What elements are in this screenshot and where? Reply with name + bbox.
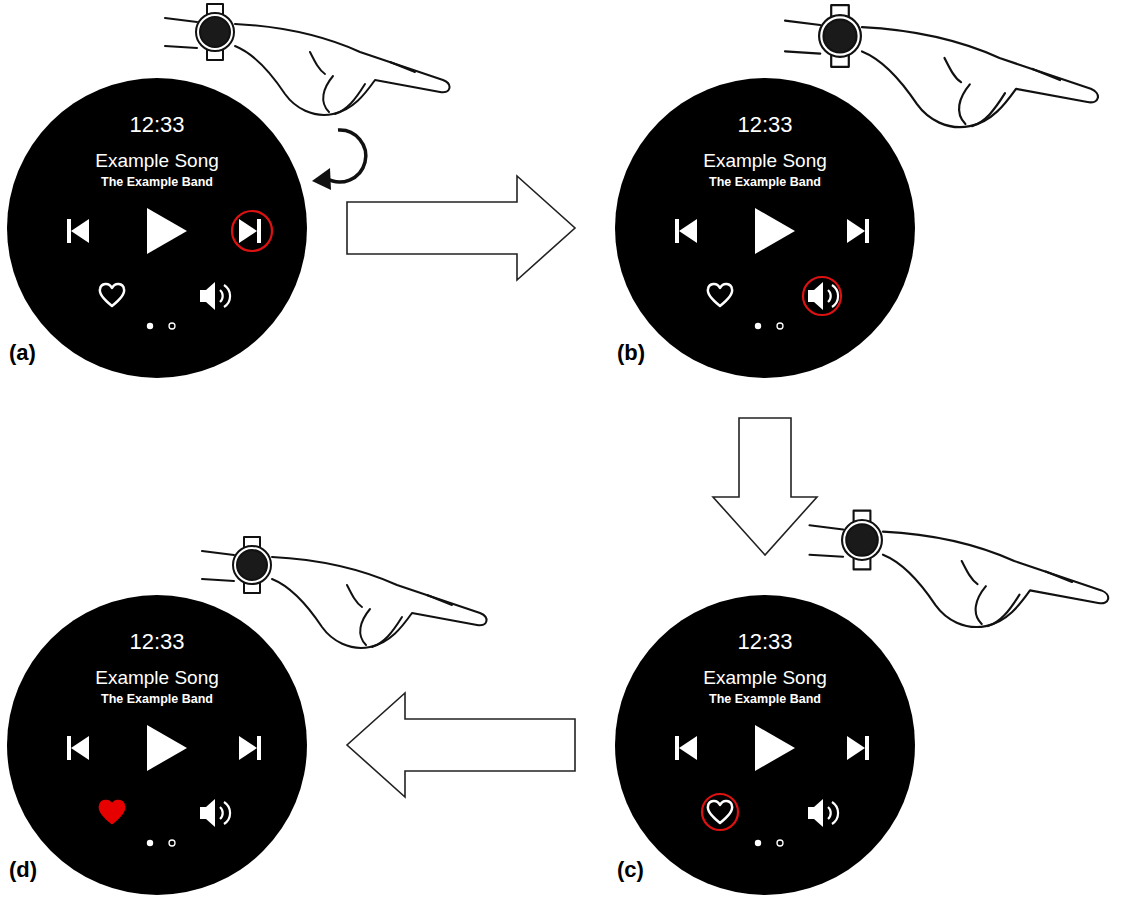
panel-label: (d) bbox=[9, 857, 69, 882]
prev-icon bbox=[679, 736, 697, 760]
player-controls bbox=[675, 208, 869, 329]
block-arrow bbox=[347, 693, 575, 797]
page-dot bbox=[147, 840, 153, 846]
prev-bar bbox=[675, 736, 679, 760]
speaker-waves bbox=[220, 285, 230, 307]
song-title: Example Song bbox=[47, 150, 267, 172]
watch-circle bbox=[7, 595, 307, 895]
page-dot bbox=[169, 323, 175, 329]
page-dot bbox=[777, 323, 783, 329]
next-icon bbox=[847, 736, 865, 760]
song-title: Example Song bbox=[655, 150, 875, 172]
speaker-waves bbox=[828, 285, 838, 307]
next-bar bbox=[257, 219, 261, 243]
song-title: Example Song bbox=[47, 667, 267, 689]
clock-time: 12:33 bbox=[47, 629, 267, 654]
speaker-cone bbox=[814, 799, 823, 827]
prev-icon bbox=[71, 219, 89, 243]
heart-icon bbox=[708, 801, 732, 823]
rotation-arrowhead bbox=[312, 168, 331, 190]
play-icon bbox=[147, 725, 187, 771]
prev-icon bbox=[679, 219, 697, 243]
artist-name: The Example Band bbox=[655, 175, 875, 189]
speaker-body bbox=[808, 290, 814, 302]
watch-circle bbox=[615, 595, 915, 895]
panel-label: (a) bbox=[9, 340, 69, 365]
rotation-arrow bbox=[312, 130, 366, 190]
speaker-waves bbox=[828, 802, 838, 824]
speaker-cone bbox=[206, 799, 215, 827]
watch-face: 12:33Example SongThe Example Band (d) bbox=[7, 595, 307, 895]
block-arrow bbox=[347, 176, 575, 280]
selection-ring bbox=[803, 277, 841, 315]
heart-icon bbox=[708, 284, 732, 306]
artist-name: The Example Band bbox=[655, 692, 875, 706]
speaker-cone bbox=[814, 282, 823, 310]
prev-bar bbox=[67, 219, 71, 243]
page-dot bbox=[755, 323, 761, 329]
heart-icon bbox=[100, 801, 124, 823]
next-bar bbox=[257, 736, 261, 760]
watch-circle bbox=[615, 78, 915, 378]
next-icon bbox=[847, 219, 865, 243]
page-dot bbox=[777, 840, 783, 846]
watch-face: 12:33Example SongThe Example Band (a) bbox=[7, 78, 307, 378]
next-bar bbox=[865, 219, 869, 243]
selection-ring bbox=[232, 211, 272, 251]
player-controls bbox=[67, 208, 272, 329]
player-controls bbox=[675, 725, 869, 846]
next-icon bbox=[239, 736, 257, 760]
play-icon bbox=[755, 725, 795, 771]
panel-label: (b) bbox=[617, 340, 677, 365]
page-dot bbox=[755, 840, 761, 846]
clock-time: 12:33 bbox=[655, 112, 875, 137]
next-icon bbox=[239, 219, 257, 243]
selection-ring bbox=[702, 794, 738, 830]
panel-label: (c) bbox=[617, 857, 677, 882]
player-controls bbox=[67, 725, 261, 846]
song-title: Example Song bbox=[655, 667, 875, 689]
clock-time: 12:33 bbox=[47, 112, 267, 137]
play-icon bbox=[147, 208, 187, 254]
hand-sketch bbox=[810, 511, 1109, 627]
block-arrow bbox=[713, 418, 817, 555]
speaker-waves bbox=[220, 802, 230, 824]
clock-time: 12:33 bbox=[655, 629, 875, 654]
next-bar bbox=[865, 736, 869, 760]
prev-bar bbox=[67, 736, 71, 760]
prev-bar bbox=[675, 219, 679, 243]
speaker-body bbox=[200, 290, 206, 302]
artist-name: The Example Band bbox=[47, 692, 267, 706]
heart-icon bbox=[100, 284, 124, 306]
play-icon bbox=[755, 208, 795, 254]
page-dot bbox=[147, 323, 153, 329]
speaker-body bbox=[200, 807, 206, 819]
prev-icon bbox=[71, 736, 89, 760]
speaker-body bbox=[808, 807, 814, 819]
watch-face: 12:33Example SongThe Example Band (c) bbox=[615, 595, 915, 895]
watch-face: 12:33Example SongThe Example Band (b) bbox=[615, 78, 915, 378]
page-dot bbox=[169, 840, 175, 846]
watch-circle bbox=[7, 78, 307, 378]
speaker-cone bbox=[206, 282, 215, 310]
artist-name: The Example Band bbox=[47, 175, 267, 189]
rotation-arc bbox=[326, 130, 366, 182]
